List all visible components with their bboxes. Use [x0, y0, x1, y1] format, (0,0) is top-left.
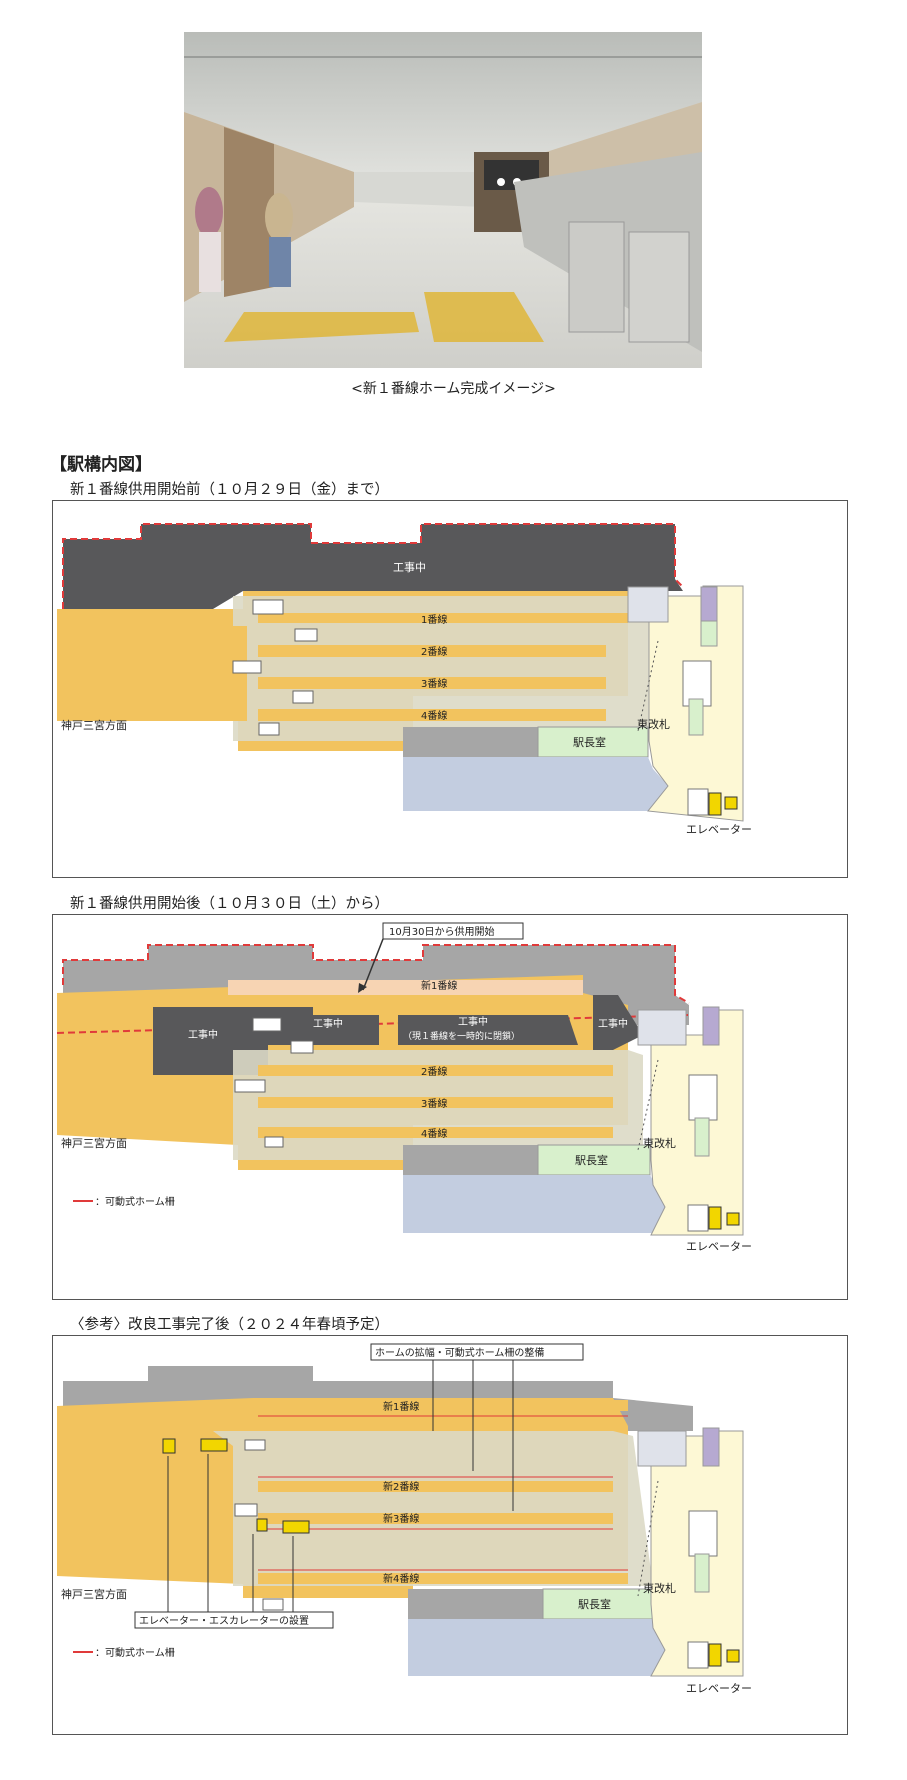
- track-new3-label: 新3番線: [383, 1512, 419, 1525]
- station-office-label: 駅長室: [573, 735, 606, 749]
- diagram3-map: ホームの拡幅・可動式ホーム柵の整備 エレベーター・エスカレーターの設置 新1番線…: [57, 1343, 752, 1695]
- direction-label: 神戸三宮方面: [61, 1587, 127, 1601]
- gate-label: 東改札: [643, 1581, 676, 1595]
- construction-area: [63, 524, 683, 609]
- diagram2-subtitle: 新１番線供用開始後（１０月３０日（土）から）: [70, 896, 389, 912]
- track-new4-label: 新4番線: [383, 1572, 419, 1585]
- track-2-label: 2番線: [421, 1065, 447, 1078]
- diagram3-panel: ホームの拡幅・可動式ホーム柵の整備 エレベーター・エスカレーターの設置 新1番線…: [52, 1335, 848, 1735]
- construction-label-a: 工事中: [188, 1028, 218, 1041]
- diagram1-panel: 工事中 1番線 2番線 3番線 4番線 神戸三宮方面 東改札 駅長室 エレベータ…: [52, 500, 848, 878]
- station-office-label: 駅長室: [575, 1153, 608, 1167]
- fence-line: [62, 523, 684, 609]
- diagram2-map: 10月30日から供用開始 新1番線 工事中 工事中 工事中 （現１番線を一時的に…: [56, 922, 752, 1253]
- diagram2-panel: 10月30日から供用開始 新1番線 工事中 工事中 工事中 （現１番線を一時的に…: [52, 914, 848, 1300]
- track-4-label: 4番線: [421, 709, 447, 722]
- track-3-label: 3番線: [421, 677, 447, 690]
- direction-label: 神戸三宮方面: [61, 718, 127, 732]
- gate-label: 東改札: [637, 717, 670, 731]
- legend-label: ：可動式ホーム柵: [95, 1646, 175, 1659]
- gate-label: 東改札: [643, 1136, 676, 1150]
- section-title: 【駅構内図】: [50, 455, 152, 475]
- direction-label: 神戸三宮方面: [61, 1136, 127, 1150]
- legend-label: ：可動式ホーム柵: [95, 1195, 175, 1208]
- callout-bottom-label: エレベーター・エスカレーターの設置: [139, 1614, 309, 1627]
- track-new2-label: 新2番線: [383, 1480, 419, 1493]
- track-new1-label: 新1番線: [421, 979, 457, 992]
- photo-caption: <新１番線ホーム完成イメージ>: [351, 381, 556, 397]
- track-4-label: 4番線: [421, 1127, 447, 1140]
- platform-area: [233, 596, 653, 741]
- track-1-label: 1番線: [421, 613, 447, 626]
- diagram3-subtitle: 〈参考〉改良工事完了後（２０２４年春頃予定）: [70, 1317, 389, 1333]
- diagram1-map: 工事中 1番線 2番線 3番線 4番線 神戸三宮方面 東改札 駅長室 エレベータ…: [57, 523, 752, 836]
- elevator-label: エレベーター: [686, 1682, 752, 1695]
- diagram1-subtitle: 新１番線供用開始前（１０月２９日（金）まで）: [70, 482, 389, 498]
- platform-rendering-image: [184, 32, 702, 368]
- track-new1-label: 新1番線: [383, 1400, 419, 1413]
- track-2-label: 2番線: [421, 645, 447, 658]
- station-office-label: 駅長室: [578, 1597, 611, 1611]
- elevator-label: エレベーター: [686, 823, 752, 836]
- construction-label: 工事中: [393, 561, 426, 574]
- callout-label: 10月30日から供用開始: [389, 925, 494, 938]
- callout-top-label: ホームの拡幅・可動式ホーム柵の整備: [375, 1346, 544, 1359]
- elevator-label: エレベーター: [686, 1240, 752, 1253]
- construction-note-title: 工事中: [458, 1015, 488, 1028]
- construction-label-c: 工事中: [598, 1017, 628, 1030]
- track-3-label: 3番線: [421, 1097, 447, 1110]
- construction-note-sub: （現１番線を一時的に閉鎖）: [403, 1030, 520, 1042]
- construction-label-b: 工事中: [313, 1017, 343, 1030]
